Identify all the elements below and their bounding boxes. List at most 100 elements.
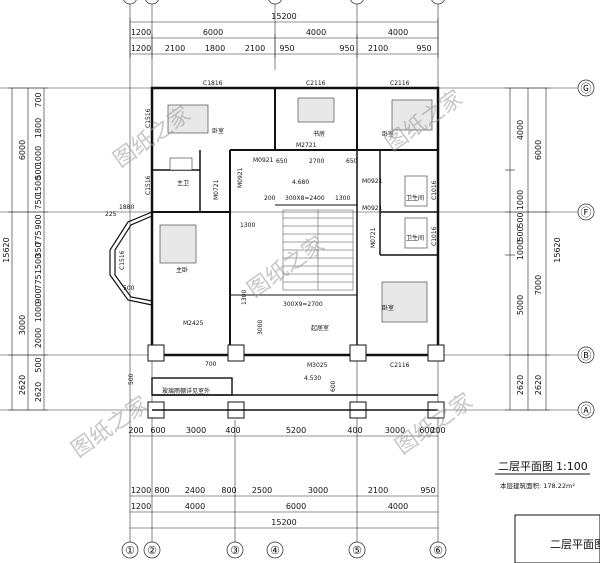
tag-d700: 700 <box>205 361 217 368</box>
left-detail-dim-1: 700 <box>34 92 43 107</box>
left-main-dim-2: 3000 <box>18 315 27 335</box>
bottom-detail2-dim-5: 2500 <box>252 486 272 495</box>
right-detail-dim-2: 1000 <box>516 190 525 210</box>
bottom-detail2-dim-3: 2400 <box>185 486 205 495</box>
plan-title: 二层平面图 <box>498 460 553 473</box>
axis-label-3: ③ <box>230 544 240 557</box>
right-detail-dim-7: 2620 <box>516 375 525 395</box>
right-detail-dim-5: 1000 <box>516 240 525 260</box>
room-label-study: 书房 <box>313 130 325 138</box>
tag-d1880: 1880 <box>119 204 134 211</box>
tag-c1516-b: C1516 <box>145 175 152 195</box>
staircase <box>282 209 354 291</box>
tag-d1300-c: 1300 <box>241 290 248 305</box>
right-main-dim-1: 6000 <box>534 140 543 160</box>
watermark-5: 图纸之家 <box>391 389 477 460</box>
top-main-dim-4: 4000 <box>388 28 408 37</box>
right-detail-dim-6: 5000 <box>516 295 525 315</box>
left-outer-dim: 15620 <box>2 237 11 262</box>
axis-label-b: Ⓑ <box>581 349 592 362</box>
bottom-axis-bubbles <box>121 541 447 559</box>
bottom-total-dim: 15200 <box>271 518 296 527</box>
tag-m2721: M2721 <box>296 142 317 149</box>
bottom-detail-dim-7: 3000 <box>385 426 405 435</box>
top-detail-dim-8: 950 <box>416 44 431 53</box>
top-detail-dim-5: 950 <box>279 44 294 53</box>
axis-label-f: Ⓕ <box>581 206 592 219</box>
bottom-detail2-dim-2: 800 <box>154 486 169 495</box>
axis-label-1: ① <box>125 544 135 557</box>
bottom-detail-dim-8: 600 <box>419 426 434 435</box>
bottom-main-dim-2: 4000 <box>185 502 205 511</box>
left-detail-dim-4: 500 <box>34 164 43 179</box>
tag-m0921-c: M0921 <box>362 205 383 212</box>
bottom-detail-dim-6: 400 <box>347 426 362 435</box>
top-dimension-lines <box>129 18 439 58</box>
bottom-detail-dim-4: 400 <box>225 426 240 435</box>
right-dimension-lines <box>505 87 550 411</box>
left-main-dim-1: 6000 <box>18 140 27 160</box>
bottom-detail2-dim-1: 1200 <box>131 486 151 495</box>
tag-d650-b: 650 <box>346 158 358 165</box>
tag-m0921-b: M0921 <box>362 178 383 185</box>
tag-c2116-c: C2116 <box>390 362 410 369</box>
left-detail-dim-10: 1500 <box>34 254 43 274</box>
balcony-note: 玻璃雨棚详见室外 <box>162 387 210 395</box>
right-axis-bubbles <box>577 79 595 419</box>
bottom-main-dim-3: 6000 <box>286 502 306 511</box>
bay-window <box>109 211 153 306</box>
tag-c1016-a: C1016 <box>431 180 438 200</box>
right-detail-dim-1: 4000 <box>516 120 525 140</box>
top-detail-dim-3: 1800 <box>205 44 225 53</box>
tag-stair-2: 300X9=2700 <box>283 301 323 308</box>
top-detail-dim-6: 950 <box>339 44 354 53</box>
left-detail-dim-12: 900 <box>34 288 43 303</box>
axis-label-5: ⑤ <box>352 544 362 557</box>
tag-d500-b: 500 <box>123 285 135 292</box>
axis-label-a: Ⓐ <box>581 404 592 417</box>
right-main-dim-2: 7000 <box>534 275 543 295</box>
bottom-detail2-dim-6: 3000 <box>308 486 328 495</box>
tag-m0721-a: M0721 <box>213 179 220 200</box>
top-detail-dim-4: 2100 <box>245 44 265 53</box>
tag-d500-a: 500 <box>128 373 135 385</box>
tag-d225: 225 <box>105 211 117 218</box>
axis-label-2: ② <box>147 544 157 557</box>
bottom-detail-dim-3: 3000 <box>186 426 206 435</box>
room-label-lounge: 起居室 <box>311 324 329 332</box>
axis-label-g: Ⓖ <box>581 82 592 95</box>
room-label-bath-1: 卫生间 <box>406 194 424 202</box>
bottom-detail2-dim-7: 2100 <box>368 486 388 495</box>
bottom-detail-dim-1: 200 <box>128 426 143 435</box>
tag-m2425: M2425 <box>183 320 204 327</box>
left-detail-dim-6: 750 <box>34 194 43 209</box>
left-detail-dim-15: 500 <box>34 357 43 372</box>
left-dimension-lines <box>8 87 48 411</box>
area-note: 本层建筑面积: 178.22m² <box>500 481 575 490</box>
tag-c2116-a: C2116 <box>306 80 326 87</box>
tag-m0721-b: M0721 <box>370 227 377 248</box>
left-detail-dim-14: 2000 <box>34 328 43 348</box>
tag-stair-1: 300X8=2400 <box>285 195 325 202</box>
watermark-3: 图纸之家 <box>243 232 329 303</box>
tag-d600: 600 <box>330 380 337 392</box>
left-main-dim-3: 2620 <box>18 375 27 395</box>
tag-c1516-a: C1516 <box>145 108 152 128</box>
walls <box>150 86 440 357</box>
right-outer-dim: 15620 <box>553 237 562 262</box>
title-block-text: 二层平面图 <box>550 538 600 551</box>
tag-m0921-d: M0921 <box>237 167 244 188</box>
tag-c2116-b: C2116 <box>390 80 410 87</box>
bottom-detail2-dim-8: 950 <box>420 486 435 495</box>
top-detail-dim-1: 1200 <box>131 44 151 53</box>
tag-elev-2: 4.530 <box>304 375 321 382</box>
tag-m3025: M3025 <box>307 362 328 369</box>
plan-scale: 1:100 <box>556 460 588 473</box>
left-detail-dim-13: 1000 <box>34 302 43 322</box>
title-block <box>514 514 600 563</box>
bottom-detail-dim-5: 5200 <box>286 426 306 435</box>
top-detail-dim-2: 2100 <box>165 44 185 53</box>
left-detail-dim-5: 1500 <box>34 176 43 196</box>
